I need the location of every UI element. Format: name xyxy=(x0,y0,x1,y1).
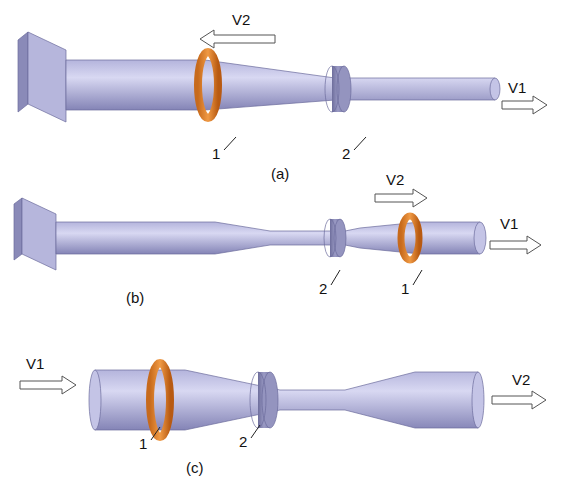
leader-line xyxy=(413,270,422,285)
callout-number: 2 xyxy=(342,146,350,163)
ring-2-back xyxy=(325,66,339,112)
callout-number: 1 xyxy=(401,281,409,298)
ring-2-back xyxy=(324,219,336,257)
shaft-b xyxy=(14,189,541,285)
flange-side xyxy=(14,198,22,260)
shaft-body xyxy=(66,60,495,110)
velocity-arrow xyxy=(200,30,275,48)
leader-line xyxy=(151,427,160,440)
subfigure-label: (b) xyxy=(126,290,144,307)
callout-number: 1 xyxy=(212,146,220,163)
ring-1 xyxy=(198,52,218,118)
velocity-label: V2 xyxy=(386,172,404,189)
velocity-label: V2 xyxy=(512,372,530,389)
flange-face xyxy=(22,198,56,270)
velocity-label: V1 xyxy=(508,80,526,97)
velocity-arrow xyxy=(490,236,541,254)
shaft-c xyxy=(20,363,546,440)
leader-line xyxy=(224,137,236,150)
callout-number: 2 xyxy=(239,434,247,451)
ring-2 xyxy=(262,372,278,428)
ring-2-back xyxy=(250,372,266,428)
ring-1 xyxy=(150,363,170,437)
velocity-label: V1 xyxy=(500,216,518,233)
leader-line xyxy=(331,270,340,285)
shaft-a xyxy=(18,30,547,150)
subfigure-label: (a) xyxy=(271,166,289,183)
callout-number: 1 xyxy=(139,436,147,453)
leader-line xyxy=(354,137,366,150)
shaft-end xyxy=(89,370,101,430)
velocity-arrow xyxy=(502,96,547,114)
shaft-end xyxy=(472,372,484,428)
callout-number: 2 xyxy=(319,281,327,298)
velocity-arrow xyxy=(375,189,427,207)
leader-line xyxy=(251,425,260,438)
shaft-end xyxy=(474,222,486,254)
ring-1 xyxy=(401,216,419,260)
velocity-label: V2 xyxy=(232,12,250,29)
flange-side xyxy=(18,32,28,112)
velocity-arrow xyxy=(20,376,76,394)
flange-face xyxy=(28,32,66,122)
subfigure-label: (c) xyxy=(186,460,204,477)
velocity-label: V1 xyxy=(26,356,44,373)
shaft-end xyxy=(490,78,500,100)
velocity-arrow xyxy=(492,391,546,409)
